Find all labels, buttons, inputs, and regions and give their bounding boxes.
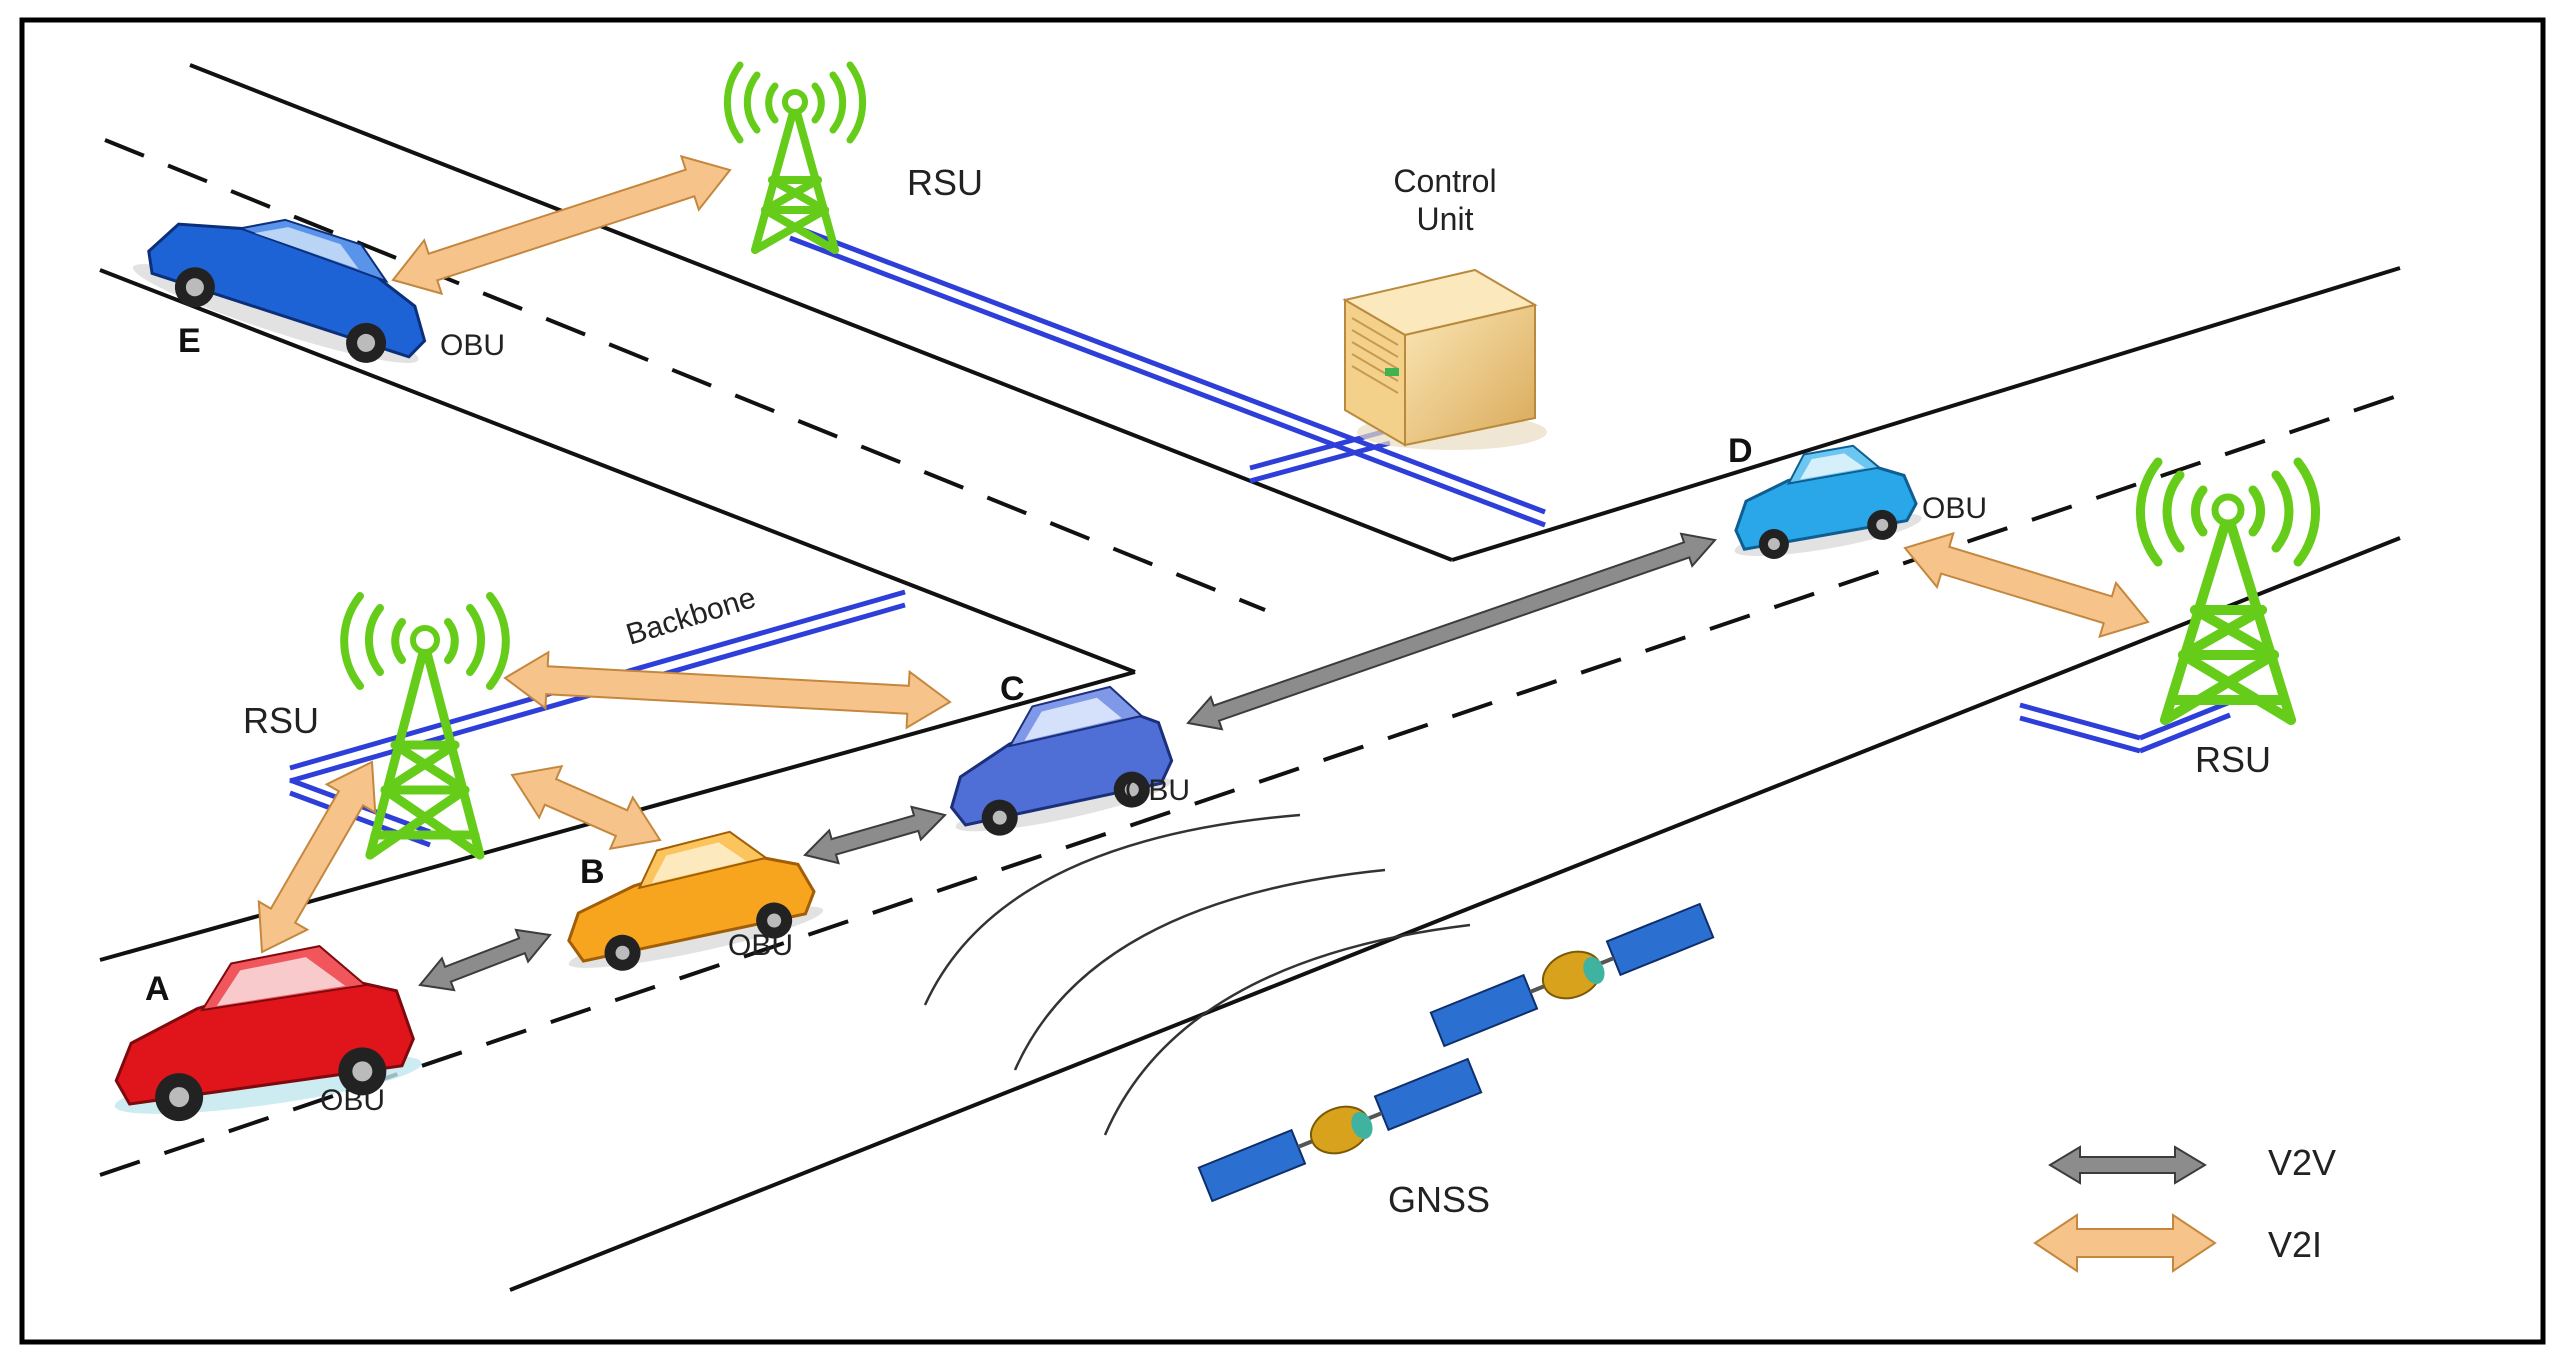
control-unit-server: [1342, 268, 1547, 450]
v2i-arrow-rsu-a: [257, 760, 377, 954]
control-unit-label-line2: Unit: [1417, 201, 1474, 237]
rsu-tower-left: [340, 592, 510, 860]
obu-label-a: OBU: [320, 1084, 385, 1117]
communication-links: [257, 154, 2150, 992]
v2i-arrow-e-rsu: [391, 154, 732, 296]
v2i-arrow-rsu-c: [503, 650, 952, 730]
vehicle-label-c: C: [1000, 670, 1025, 708]
obu-label-c: OBU: [1125, 774, 1190, 807]
obu-label-d: OBU: [1922, 492, 1987, 525]
diagram-frame: [19, 17, 2546, 1345]
v2v-arrow-c-d: [1186, 532, 1717, 731]
legend-arrows: [2033, 1145, 2217, 1273]
road-edge: [509, 536, 2401, 1292]
road-centerline: [104, 138, 1266, 612]
obu-label-b: OBU: [728, 929, 793, 962]
rsu-tower-top: [723, 61, 867, 254]
v2i-arrow-rsu-b: [510, 764, 662, 851]
v2v-arrow-b-c: [803, 805, 947, 865]
rsu-label-right: RSU: [2195, 739, 2271, 780]
road-edge: [1451, 266, 2401, 562]
legend-arrow-v2v: [2048, 1145, 2207, 1185]
vehicle-a: [114, 945, 422, 1122]
road-edge: [99, 268, 1136, 674]
v2i-arrow-d-rsu: [1903, 531, 2150, 639]
v2v-arrow-a-b: [418, 928, 552, 992]
gnss-satellite-lower: [1197, 1057, 1483, 1203]
vehicle-label-d: D: [1728, 432, 1753, 470]
gnss-satellite-upper: [1429, 902, 1715, 1048]
obu-label-e: OBU: [440, 329, 505, 362]
vehicle-d: [1734, 444, 1922, 560]
legend: V2V V2I: [2033, 1142, 2336, 1273]
vehicle-e: [132, 218, 427, 363]
road-edge: [189, 63, 1453, 562]
vehicle-c: [949, 685, 1174, 836]
rsu-tower-right: [2136, 457, 2320, 725]
gnss-label: GNSS: [1388, 1179, 1490, 1220]
vehicle-label-e: E: [178, 322, 201, 360]
legend-label-v2i: V2I: [2268, 1224, 2322, 1265]
gnss-signal-waves: [923, 813, 1471, 1136]
control-unit-label-line1: Control: [1393, 163, 1496, 199]
rsu-label-top: RSU: [907, 162, 983, 203]
backbone-cables: [289, 222, 2231, 848]
vehicle-label-a: A: [145, 970, 170, 1008]
vehicle-label-b: B: [580, 853, 605, 891]
legend-arrow-v2i: [2033, 1213, 2217, 1273]
vehicle-b: [567, 830, 824, 971]
road-centerline: [99, 393, 2401, 1177]
legend-label-v2v: V2V: [2268, 1142, 2336, 1183]
rsu-label-left: RSU: [243, 700, 319, 741]
